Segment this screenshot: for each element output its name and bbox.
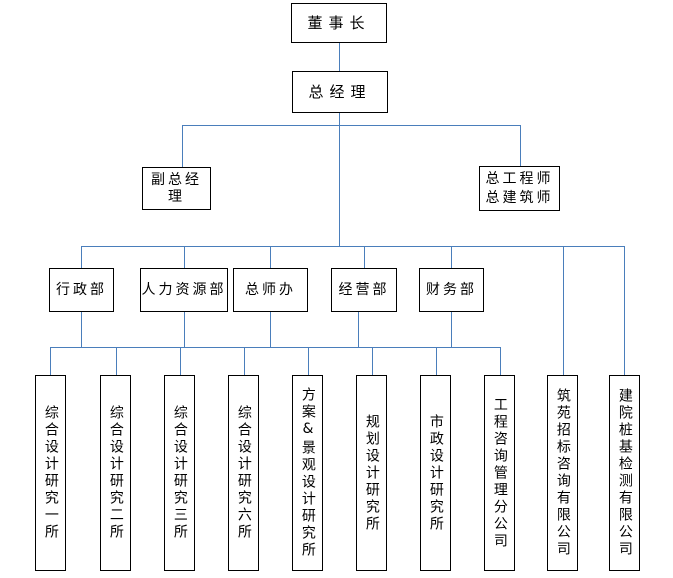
connector-line (270, 246, 271, 268)
node-dept-admin: 行政部 (49, 268, 114, 312)
connector-line (81, 246, 624, 247)
node-unit-planning-institute: 规划设计研究所 (356, 375, 387, 571)
connector-line (81, 312, 82, 347)
connector-line (244, 347, 245, 375)
connector-line (184, 312, 185, 347)
node-dept-chief-engineer-office: 总师办 (233, 268, 308, 312)
connector-line (563, 246, 564, 375)
node-dept-finance: 财务部 (419, 268, 484, 312)
connector-line (270, 312, 271, 347)
connector-line (364, 246, 365, 268)
node-unit-design-institute-1: 综合设计研究一所 (35, 375, 66, 571)
connector-line (50, 347, 500, 348)
connector-line (500, 347, 501, 375)
connector-line (180, 347, 181, 375)
connector-line (358, 312, 359, 347)
node-dept-operations: 经营部 (331, 268, 397, 312)
node-unit-zhuyuan-bidding-consulting: 筑苑招标咨询有限公司 (547, 375, 578, 571)
node-unit-design-institute-3: 综合设计研究三所 (164, 375, 195, 571)
node-general-manager: 总经理 (292, 71, 388, 113)
chief-engineer-line: 总工程师 (485, 170, 554, 187)
connector-line (184, 246, 185, 268)
node-unit-municipal-institute: 市政设计研究所 (420, 375, 451, 571)
connector-line (308, 347, 309, 375)
connector-line (451, 312, 452, 347)
connector-line (50, 347, 51, 375)
connector-line (339, 113, 340, 247)
node-dept-human-resources: 人力资源部 (140, 268, 228, 312)
node-deputy-general-manager: 副总经理 (142, 167, 211, 210)
node-unit-design-institute-6: 综合设计研究六所 (228, 375, 259, 571)
connector-line (116, 347, 117, 375)
node-chief-engineer-architect: 总工程师 总建筑师 (479, 166, 560, 211)
node-unit-jianyuan-pile-testing: 建院桩基检测有限公司 (609, 375, 640, 571)
node-unit-design-institute-2: 综合设计研究二所 (100, 375, 131, 571)
chief-architect-line: 总建筑师 (485, 189, 554, 206)
node-unit-scheme-landscape-institute: 方案&景观设计研究所 (292, 375, 323, 571)
connector-line (520, 125, 521, 166)
connector-line (451, 246, 452, 268)
connector-line (182, 125, 183, 167)
node-unit-engineering-consulting-branch: 工程咨询管理分公司 (484, 375, 515, 571)
node-chairman: 董事长 (291, 3, 387, 43)
connector-line (81, 246, 82, 268)
connector-line (372, 347, 373, 375)
connector-line (436, 347, 437, 375)
connector-line (182, 125, 520, 126)
connector-line (624, 246, 625, 375)
connector-line (339, 43, 340, 71)
